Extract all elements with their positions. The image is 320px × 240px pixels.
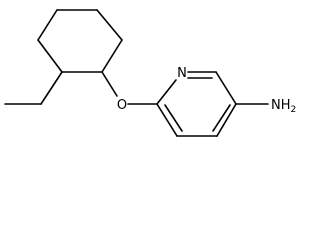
amine-group: NH2 (235, 98, 296, 115)
bond (96, 9, 123, 41)
oxygen-atom-label: O (117, 98, 127, 113)
pyridine-ring: N (156, 66, 237, 137)
bond (37, 9, 58, 41)
cyclohexane-ring (37, 9, 123, 73)
bond (40, 71, 63, 105)
bond (164, 104, 183, 132)
ethyl-group (4, 71, 63, 105)
amine-label-main: NH (271, 98, 291, 113)
bond (216, 103, 237, 137)
molecule-structure-diagram: O N NH2 (4, 9, 296, 137)
amine-label-subscript: 2 (291, 105, 297, 115)
amine-label: NH2 (271, 98, 296, 115)
bond (101, 71, 118, 97)
bond (156, 79, 177, 105)
bond (37, 39, 63, 73)
ether-linkage: O (101, 71, 158, 113)
bond (212, 104, 231, 132)
bond (215, 71, 237, 105)
bond (101, 39, 123, 73)
nitrogen-atom-label: N (177, 66, 187, 81)
bond (156, 103, 178, 137)
